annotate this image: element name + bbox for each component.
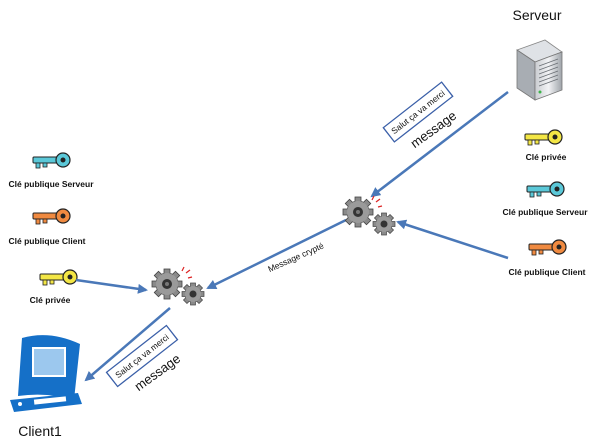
server-gears-icon (342, 195, 396, 236)
left-key-public-client (32, 208, 71, 225)
key-icon-cyan (526, 181, 565, 198)
server-icon (516, 39, 563, 101)
key-icon-cyan (32, 152, 71, 169)
right-key-label-2: Clé publique Serveur (502, 207, 588, 217)
right-key-private (524, 129, 563, 146)
left-key-label-3: Clé privée (30, 295, 71, 305)
key-icon-yellow (39, 269, 78, 286)
key-icon-orange (528, 239, 567, 256)
key-icon-yellow (524, 129, 563, 146)
right-key-label-3: Clé publique Client (509, 267, 586, 277)
client-computer-icon (10, 335, 82, 412)
right-key-public-client (528, 239, 567, 256)
arrow-gears-to-client (84, 307, 171, 382)
client-title: Client1 (18, 423, 62, 439)
key-icon-orange (32, 208, 71, 225)
server-title: Serveur (512, 7, 561, 23)
arrow-encrypted-message (206, 218, 347, 290)
arrow-key-to-client-gears (75, 278, 148, 294)
right-key-label-1: Clé privée (526, 152, 567, 162)
left-key-label-1: Clé publique Serveur (8, 179, 94, 189)
arrow-server-to-gears (370, 91, 509, 198)
left-key-public-server (32, 152, 71, 169)
arrow-key-to-server-gears (396, 219, 509, 260)
right-key-public-server (526, 181, 565, 198)
client-gears-icon (151, 266, 205, 306)
left-key-private (39, 269, 78, 286)
left-key-label-2: Clé publique Client (9, 236, 86, 246)
